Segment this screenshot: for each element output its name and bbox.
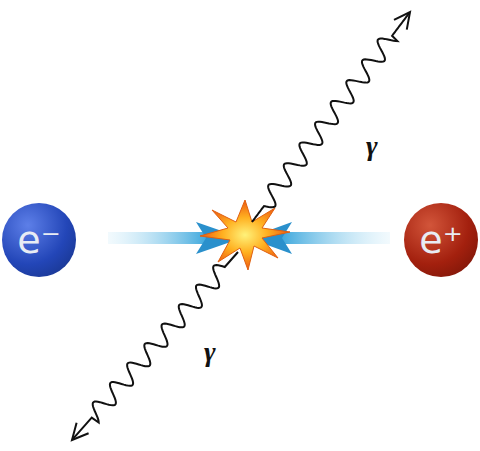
beam-bar: [280, 232, 390, 244]
electron-circle: e⁻: [2, 203, 76, 277]
particle-symbol: e⁺: [419, 221, 462, 259]
photon-arrowhead: [394, 12, 410, 30]
photon-label: γ: [366, 132, 378, 160]
explosion-burst: [200, 200, 290, 270]
photon-label: γ: [204, 338, 216, 366]
positron-circle: e⁺: [404, 203, 478, 277]
photon-arrowhead: [72, 423, 89, 440]
beam-bar: [108, 232, 208, 244]
photon-waves: [72, 12, 410, 440]
photon-wave: [73, 252, 238, 439]
particle-symbol: e⁻: [17, 221, 60, 259]
photon-wave: [252, 13, 410, 222]
